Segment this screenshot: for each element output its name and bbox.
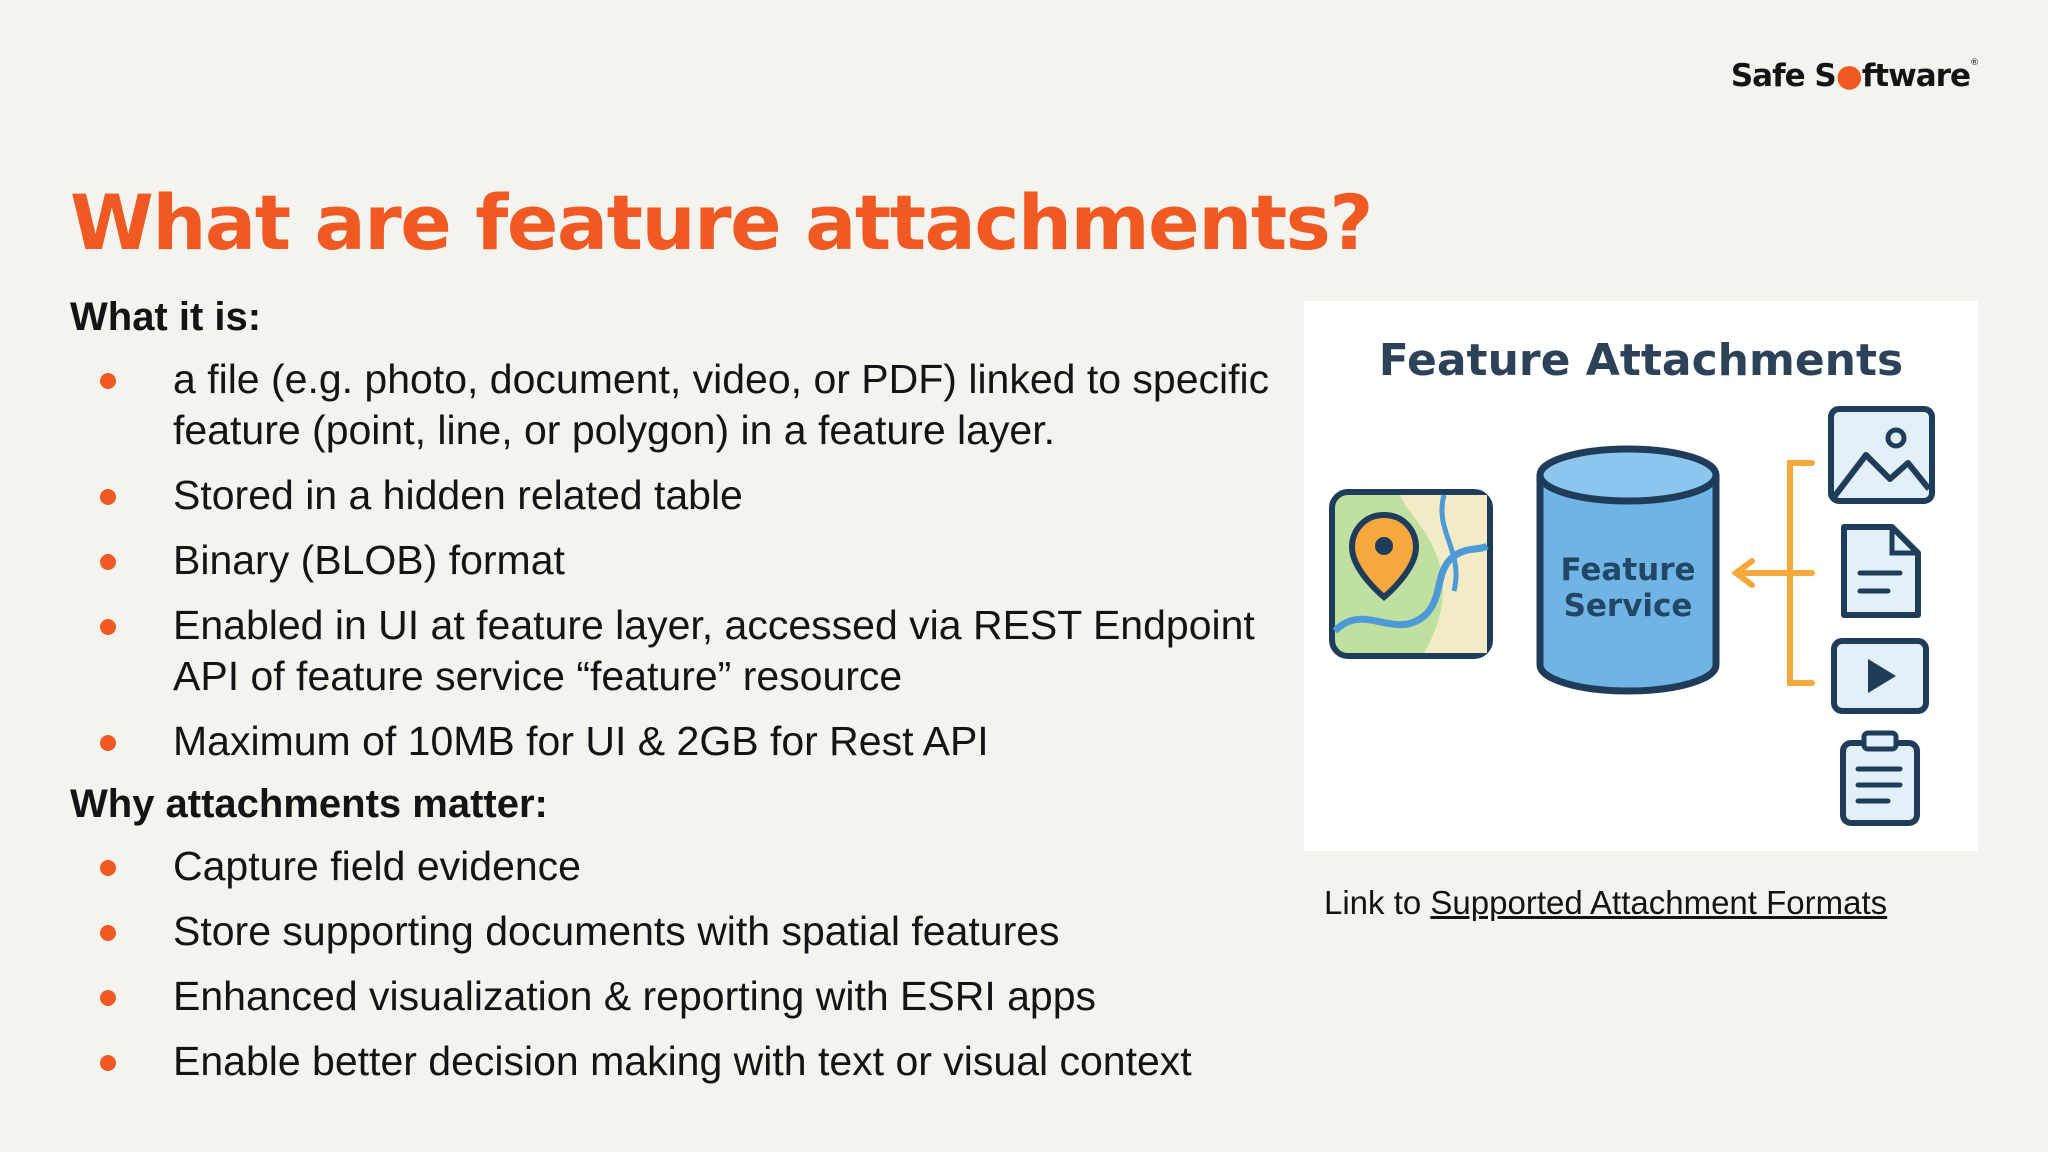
image-icon xyxy=(1828,406,1935,504)
clipboard-icon xyxy=(1840,730,1920,826)
diagram-graphic: Feature Service xyxy=(1329,406,1935,826)
attachment-arrow xyxy=(1731,460,1815,686)
list-item: Enabled in UI at feature layer, accessed… xyxy=(70,600,1270,702)
list-item: a file (e.g. photo, document, video, or … xyxy=(70,354,1270,456)
diagram-title: Feature Attachments xyxy=(1378,335,1904,386)
section-heading-what-it-is: What it is: xyxy=(70,295,262,339)
safe-software-logo: Safe S●ftware® xyxy=(1730,58,1979,94)
service-label-line2: Service xyxy=(1564,588,1693,624)
list-item: Binary (BLOB) format xyxy=(70,535,1270,586)
bullet-icon xyxy=(100,1055,116,1071)
document-icon xyxy=(1841,524,1921,618)
service-label-line1: Feature xyxy=(1560,552,1695,588)
list-item: Stored in a hidden related table xyxy=(70,470,1270,521)
video-icon xyxy=(1831,638,1929,714)
bullet-icon xyxy=(100,489,116,505)
list-item: Store supporting documents with spatial … xyxy=(70,906,1270,957)
formats-link-line: Link to Supported Attachment Formats xyxy=(1324,884,1887,922)
bullet-icon xyxy=(100,619,116,635)
list-item: Enable better decision making with text … xyxy=(70,1036,1270,1087)
slide-title: What are feature attachments? xyxy=(70,178,1373,267)
slide-content: What it is: a file (e.g. photo, document… xyxy=(70,292,1270,1101)
what-it-is-list: a file (e.g. photo, document, video, or … xyxy=(70,354,1270,767)
why-attachments-list: Capture field evidence Store supporting … xyxy=(70,841,1270,1087)
list-item: Enhanced visualization & reporting with … xyxy=(70,971,1270,1022)
supported-attachment-formats-link[interactable]: Supported Attachment Formats xyxy=(1430,884,1888,921)
bullet-icon xyxy=(100,554,116,570)
link-prefix: Link to xyxy=(1324,884,1431,921)
database-icon: Feature Service xyxy=(1536,445,1720,695)
bullet-icon xyxy=(100,373,116,389)
section-heading-why-attachments-matter: Why attachments matter: xyxy=(70,782,548,826)
bullet-icon xyxy=(100,735,116,751)
bullet-icon xyxy=(100,860,116,876)
map-pin-icon xyxy=(1329,489,1493,659)
list-item: Capture field evidence xyxy=(70,841,1270,892)
list-item: Maximum of 10MB for UI & 2GB for Rest AP… xyxy=(70,716,1270,767)
bullet-icon xyxy=(100,990,116,1006)
feature-attachments-diagram: Feature Attachments Feature Service xyxy=(1304,301,1978,851)
bullet-icon xyxy=(100,925,116,941)
